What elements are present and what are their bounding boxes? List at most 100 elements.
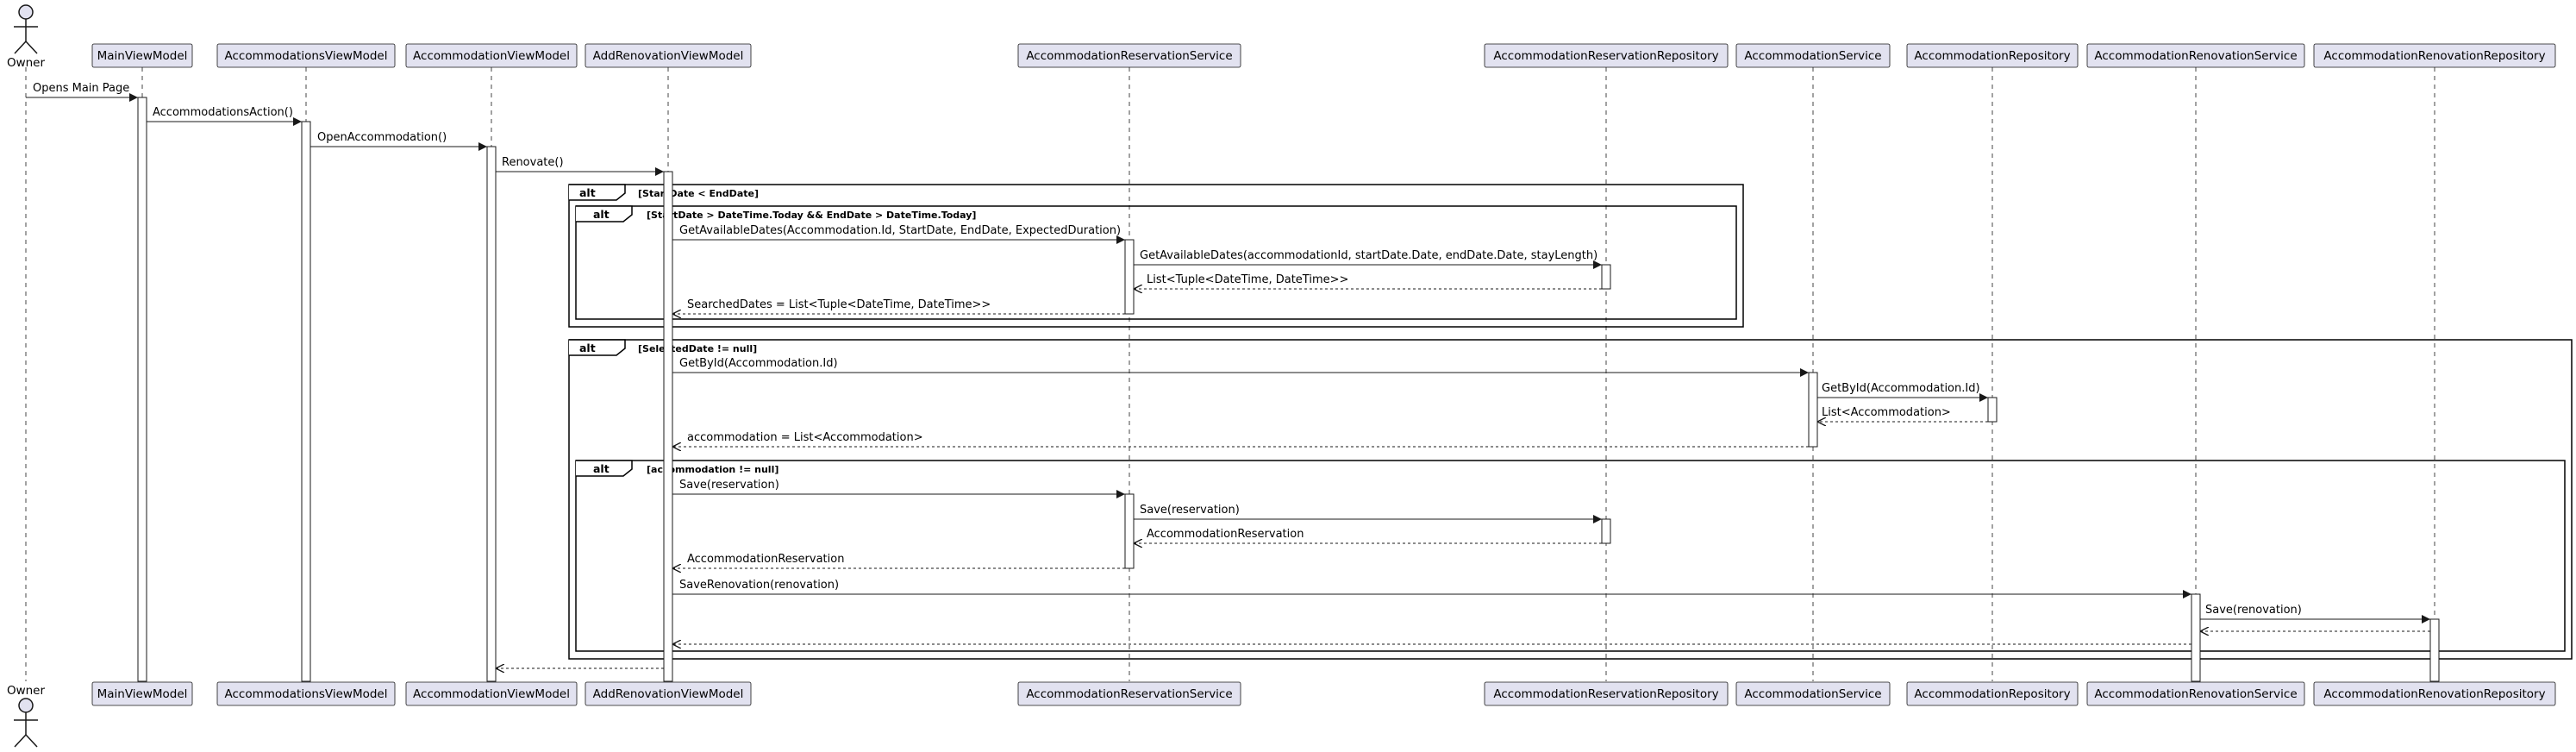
lifelines [25, 67, 2435, 681]
message: GetAvailableDates(accommodationId, start… [1134, 249, 1602, 269]
participant-head: AccommodationRepository [1906, 43, 2079, 68]
message: Save(reservation) [672, 479, 1125, 498]
message: List<Tuple<DateTime, DateTime>> [1134, 273, 1602, 289]
participant-head: AccommodationReservationService [1017, 43, 1241, 68]
participant-label: AccommodationsViewModel [225, 687, 388, 701]
message: AccommodationsAction() [147, 106, 302, 126]
participant-label: AccommodationRenovationRepository [2323, 49, 2545, 63]
alt-fragment-future-dates: alt [StartDate > DateTime.Today && EndDa… [575, 205, 1737, 320]
participant-label: AddRenovationViewModel [593, 49, 744, 63]
participant-tail: AccommodationRenovationService [2086, 681, 2305, 706]
participant-tail: AccommodationReservationService [1017, 681, 1241, 706]
message-label: GetAvailableDates(Accommodation.Id, Star… [679, 224, 1121, 237]
message-label: SaveRenovation(renovation) [679, 579, 839, 592]
message-label: accommodation = List<Accommodation> [687, 431, 923, 444]
fragment-keyword: alt [579, 186, 596, 199]
fragment-keyword: alt [579, 342, 596, 354]
actor-icon [14, 698, 38, 748]
participant-tail: AccommodationViewModel [405, 681, 578, 706]
participant-tail: AccommodationRepository [1906, 681, 2079, 706]
message-label: Save(renovation) [2205, 604, 2302, 617]
fragment-keyword: alt [593, 462, 610, 475]
activation-arr-2 [1601, 518, 1611, 544]
participant-label: AccommodationService [1744, 687, 1881, 701]
participant-tail: AccommodationService [1735, 681, 1891, 706]
participant-label: AccommodationRenovationRepository [2323, 687, 2545, 701]
message: GetById(Accommodation.Id) [1817, 382, 1988, 402]
message-label: OpenAccommodation() [317, 131, 447, 144]
actor-owner-top: Owner [7, 4, 46, 70]
activation-main [137, 97, 147, 682]
actor-label: Owner [7, 56, 46, 70]
participant-label: AccommodationRepository [1914, 687, 2070, 701]
fragment-keyword: alt [593, 208, 610, 221]
message-label: Save(reservation) [1140, 504, 1240, 517]
message: Save(reservation) [1134, 504, 1602, 523]
participant-tail: MainViewModel [91, 681, 193, 706]
message-label: Save(reservation) [679, 479, 779, 492]
activation-bars [137, 97, 2440, 682]
message-label: AccommodationReservation [1147, 528, 1304, 541]
participant-label: AccommodationReservationRepository [1493, 687, 1718, 701]
participant-tail: AccommodationsViewModel [216, 681, 396, 706]
participant-head: AccommodationService [1735, 43, 1891, 68]
message-label: GetById(Accommodation.Id) [1822, 382, 1980, 395]
message-label: AccommodationReservation [687, 553, 844, 566]
participant-label: AccommodationRepository [1914, 49, 2070, 63]
participant-head: AccommodationViewModel [405, 43, 578, 68]
alt-fragment-accommodation: alt [accommodation != null] [575, 460, 2566, 652]
message-label: GetAvailableDates(accommodationId, start… [1140, 249, 1597, 262]
participant-label: AccommodationRenovationService [2094, 687, 2297, 701]
message: Save(renovation) [2200, 604, 2430, 624]
participant-label: AccommodationViewModel [413, 687, 570, 701]
message: SaveRenovation(renovation) [672, 579, 2191, 598]
fragment-condition: [StartDate > DateTime.Today && EndDate >… [647, 210, 976, 221]
participants-top: MainViewModel AccommodationsViewModel Ac… [91, 43, 2556, 68]
message: List<Accommodation> [1817, 406, 1988, 422]
participant-label: AccommodationReservationRepository [1493, 49, 1718, 63]
fragment-condition: [StartDate < EndDate] [638, 188, 759, 199]
participant-head: AccommodationsViewModel [216, 43, 396, 68]
message-label: Opens Main Page [33, 82, 129, 95]
activation-addren [663, 171, 673, 682]
participant-head: AccommodationRenovationRepository [2313, 43, 2556, 68]
participant-label: AccommodationViewModel [413, 49, 570, 63]
messages: Opens Main Page AccommodationsAction() O… [26, 82, 2430, 668]
activation-acc [486, 146, 497, 682]
participant-head: AccommodationReservationRepository [1484, 43, 1729, 68]
message: AccommodationReservation [672, 553, 1125, 568]
fragment-condition: [accommodation != null] [647, 464, 778, 475]
message: AccommodationReservation [1134, 528, 1602, 543]
message: Opens Main Page [26, 82, 138, 102]
activation-arr-1 [1601, 264, 1611, 290]
actor-label: Owner [7, 684, 46, 698]
message: OpenAccommodation() [310, 131, 487, 151]
participant-head: AddRenovationViewModel [585, 43, 752, 68]
participant-label: AddRenovationViewModel [593, 687, 744, 701]
activation-ars-1 [1124, 239, 1135, 315]
activation-ars-2 [1124, 493, 1135, 569]
participant-label: AccommodationService [1744, 49, 1881, 63]
participant-label: AccommodationReservationService [1026, 687, 1232, 701]
participant-label: AccommodationRenovationService [2094, 49, 2297, 63]
message-label: AccommodationsAction() [153, 106, 293, 119]
participant-label: MainViewModel [97, 49, 188, 63]
message-label: GetById(Accommodation.Id) [679, 357, 838, 370]
activation-arenS [2191, 593, 2201, 682]
message-label: Renovate() [502, 156, 564, 169]
participant-tail: AccommodationRenovationRepository [2313, 681, 2556, 706]
activation-accs [301, 121, 311, 682]
participant-tail: AddRenovationViewModel [585, 681, 752, 706]
message-label: SearchedDates = List<Tuple<DateTime, Dat… [687, 298, 991, 311]
participant-label: MainViewModel [97, 687, 188, 701]
message: GetById(Accommodation.Id) [672, 357, 1809, 377]
message-label: List<Accommodation> [1822, 406, 1951, 419]
actor-owner-bottom: Owner [7, 684, 46, 748]
actor-icon [14, 4, 38, 54]
message: Renovate() [496, 156, 664, 176]
activation-arenR [2429, 618, 2440, 682]
message: GetAvailableDates(Accommodation.Id, Star… [672, 224, 1125, 244]
fragment-condition: [SelectedDate != null] [638, 343, 757, 354]
participant-tail: AccommodationReservationRepository [1484, 681, 1729, 706]
